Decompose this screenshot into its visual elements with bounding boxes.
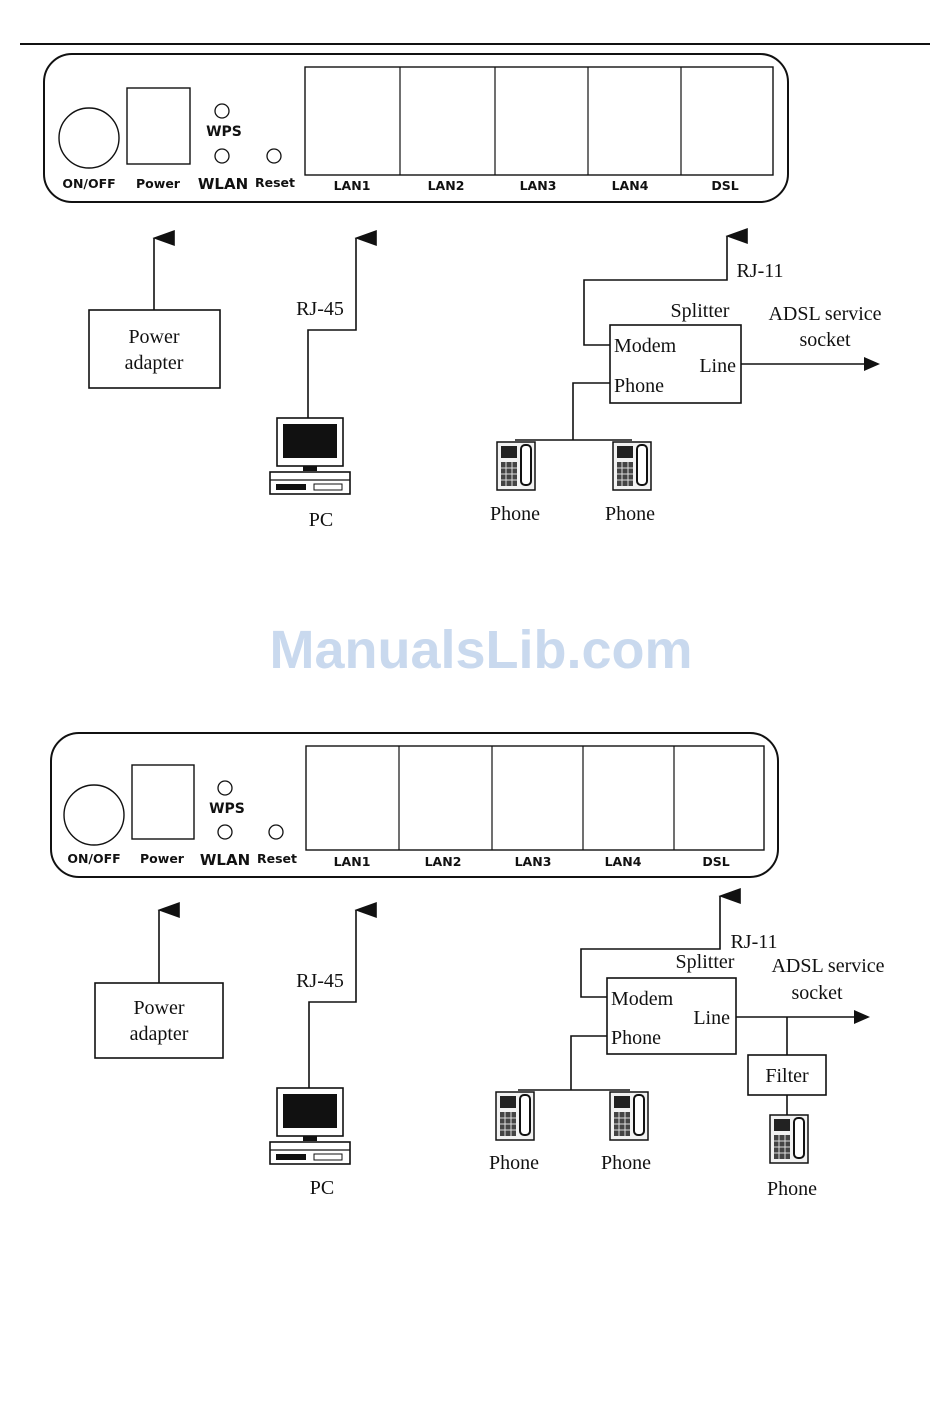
pc: RJ-45 PC bbox=[269, 902, 377, 1199]
socket-arrow bbox=[864, 357, 880, 371]
power-jack[interactable] bbox=[126, 87, 191, 165]
reset-button[interactable] bbox=[268, 824, 284, 840]
pc-icon bbox=[269, 1087, 351, 1165]
power-label: Power bbox=[140, 851, 185, 866]
port-label-dsl: DSL bbox=[711, 178, 738, 193]
power-label: Power bbox=[136, 176, 181, 191]
pc-icon bbox=[269, 417, 351, 495]
svg-text:Modem: Modem bbox=[614, 335, 677, 357]
pc-label: PC bbox=[309, 509, 333, 531]
power-adapter: Power adapter bbox=[88, 230, 221, 389]
wps-label: WPS bbox=[206, 124, 242, 140]
rj11-cable bbox=[580, 888, 741, 998]
port-label-lan2: LAN2 bbox=[425, 854, 462, 869]
phone-icon bbox=[496, 441, 536, 491]
port-label-dsl: DSL bbox=[702, 854, 729, 869]
phone-cable bbox=[572, 382, 610, 440]
filter-box bbox=[747, 1054, 827, 1096]
port-label-lan4: LAN4 bbox=[605, 854, 642, 869]
reset-button[interactable] bbox=[266, 148, 282, 164]
on-off-label: ON/OFF bbox=[62, 176, 115, 191]
phone-icon bbox=[495, 1091, 535, 1141]
phone-icon bbox=[769, 1114, 809, 1164]
phone-label: Phone bbox=[490, 503, 540, 525]
svg-text:Power: Power bbox=[128, 326, 179, 348]
rj45-cable bbox=[307, 230, 377, 418]
phone-icon bbox=[612, 441, 652, 491]
wps-led bbox=[217, 780, 233, 796]
rj45-label: RJ-45 bbox=[296, 298, 344, 320]
adsl-socket-label-1: ADSL service bbox=[771, 955, 884, 977]
svg-text:adapter: adapter bbox=[125, 352, 184, 374]
pc: RJ-45 PC bbox=[269, 230, 377, 531]
port-block bbox=[304, 66, 774, 176]
router-back-panel: ON/OFF Power WPS WLAN Reset LAN1 LAN2 LA… bbox=[50, 732, 779, 878]
port-label-lan1: LAN1 bbox=[334, 178, 371, 193]
diagram-1: ON/OFF Power WPS WLAN Reset LAN1 LAN2 LA… bbox=[43, 53, 882, 531]
splitter-label: Splitter bbox=[676, 951, 735, 973]
adsl-socket-label-2: socket bbox=[791, 982, 843, 1004]
wlan-label: WLAN bbox=[198, 175, 248, 193]
svg-text:Modem: Modem bbox=[611, 988, 674, 1010]
rj11-label: RJ-11 bbox=[736, 260, 783, 282]
watermark: ManualsLib.com bbox=[269, 620, 692, 680]
splitter-section: RJ-11 Splitter Modem Line Phone ADSL ser… bbox=[490, 228, 882, 525]
splitter-box bbox=[606, 977, 737, 1055]
reset-label: Reset bbox=[257, 851, 297, 866]
svg-text:adapter: adapter bbox=[130, 1023, 189, 1045]
wlan-led bbox=[214, 148, 230, 164]
power-jack[interactable] bbox=[131, 764, 195, 840]
rj45-label: RJ-45 bbox=[296, 970, 344, 992]
on-off-switch[interactable] bbox=[58, 107, 120, 169]
socket-arrow bbox=[854, 1010, 870, 1024]
phone-label: Phone bbox=[605, 503, 655, 525]
reset-label: Reset bbox=[255, 175, 295, 190]
phone-icon bbox=[609, 1091, 649, 1141]
phone-cable bbox=[570, 1035, 607, 1090]
port-label-lan1: LAN1 bbox=[334, 854, 371, 869]
phone-label: Phone bbox=[601, 1152, 651, 1174]
adsl-socket-label-2: socket bbox=[799, 329, 851, 351]
rj11-cable bbox=[583, 228, 748, 346]
pc-label: PC bbox=[310, 1177, 334, 1199]
diagram-2: ON/OFF Power WPS WLAN Reset LAN1 LAN2 LA… bbox=[50, 732, 885, 1200]
port-label-lan3: LAN3 bbox=[520, 178, 557, 193]
port-block bbox=[305, 745, 765, 851]
splitter-label: Splitter bbox=[671, 300, 730, 322]
wlan-label: WLAN bbox=[200, 851, 250, 869]
power-adapter: Power adapter bbox=[94, 902, 224, 1059]
port-label-lan4: LAN4 bbox=[612, 178, 649, 193]
svg-text:Line: Line bbox=[693, 1007, 730, 1029]
wps-label: WPS bbox=[209, 801, 245, 817]
filter-label: Filter bbox=[765, 1065, 809, 1087]
wlan-led bbox=[217, 824, 233, 840]
phone-label: Phone bbox=[767, 1178, 817, 1200]
phone-label: Phone bbox=[489, 1152, 539, 1174]
svg-text:Phone: Phone bbox=[611, 1027, 661, 1049]
svg-text:Line: Line bbox=[699, 355, 736, 377]
router-back-panel: ON/OFF Power WPS WLAN Reset LAN1 LAN2 LA… bbox=[43, 53, 789, 203]
rj11-label: RJ-11 bbox=[730, 931, 777, 953]
svg-text:Power: Power bbox=[133, 997, 184, 1019]
splitter-section: RJ-11 Splitter Modem Line Phone ADSL ser… bbox=[489, 888, 885, 1200]
svg-text:Phone: Phone bbox=[614, 375, 664, 397]
on-off-switch[interactable] bbox=[63, 784, 125, 846]
on-off-label: ON/OFF bbox=[67, 851, 120, 866]
adsl-socket-label-1: ADSL service bbox=[768, 303, 881, 325]
port-label-lan3: LAN3 bbox=[515, 854, 552, 869]
port-label-lan2: LAN2 bbox=[428, 178, 465, 193]
wps-led bbox=[214, 103, 230, 119]
rj45-cable bbox=[308, 902, 377, 1088]
